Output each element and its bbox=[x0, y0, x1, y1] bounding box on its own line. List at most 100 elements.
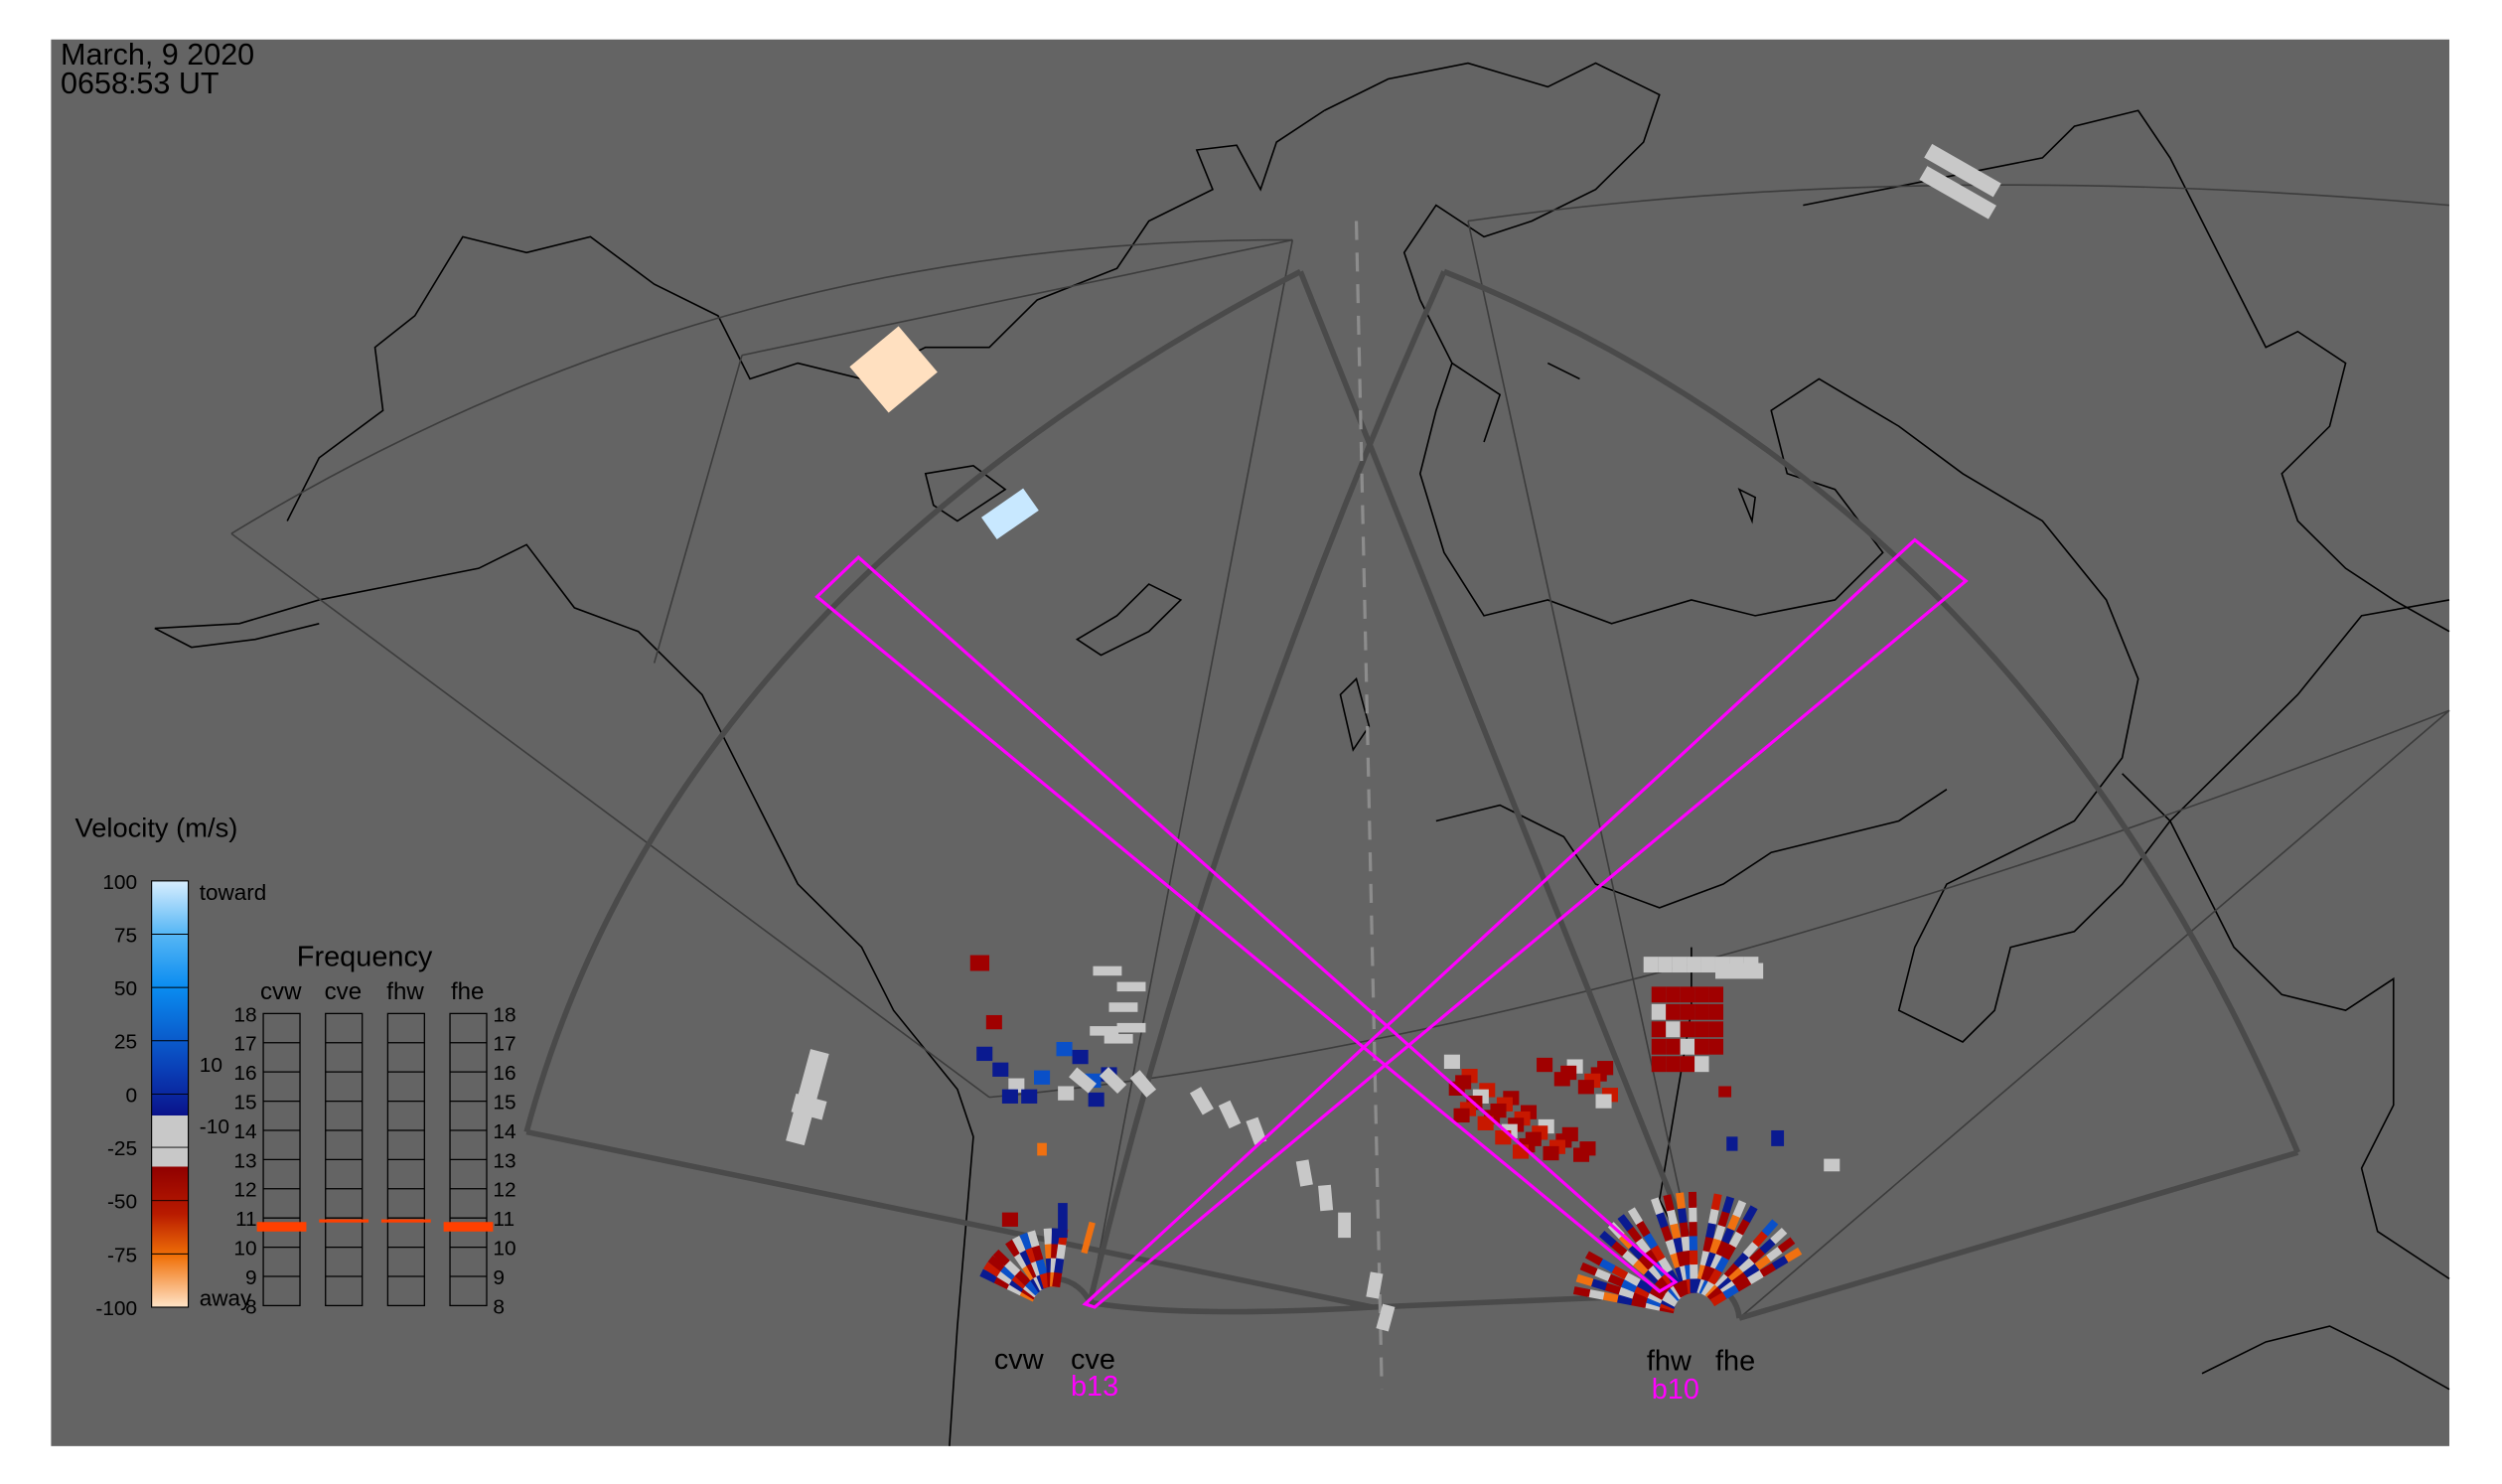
velocity-cell bbox=[1752, 1230, 1769, 1248]
fov-outlines bbox=[523, 268, 2300, 1321]
velocity-cell bbox=[1666, 1056, 1681, 1073]
velocity-cell bbox=[1027, 1230, 1040, 1248]
velocity-cell bbox=[1708, 1003, 1724, 1020]
velocity-cell bbox=[1116, 1022, 1146, 1033]
velocity-cell bbox=[1617, 1232, 1635, 1250]
velocity-cell bbox=[1627, 1243, 1645, 1261]
velocity-cell bbox=[1663, 1194, 1675, 1212]
velocity-cell bbox=[1218, 1100, 1242, 1129]
velocity-cell bbox=[1742, 1205, 1758, 1224]
velocity-cell bbox=[1666, 1208, 1679, 1226]
velocity-cell bbox=[1777, 1237, 1796, 1254]
velocity-cell bbox=[1643, 1248, 1660, 1265]
inner-tick-10: 10 bbox=[200, 1054, 222, 1077]
velocity-cell bbox=[1761, 1219, 1779, 1237]
radar-label-fhw: fhw bbox=[1647, 1346, 1692, 1378]
velocity-cell bbox=[1784, 1247, 1803, 1262]
legend-title: Velocity (m/s) bbox=[75, 812, 238, 842]
velocity-cell bbox=[1573, 1147, 1590, 1162]
velocity-cell bbox=[1003, 1259, 1021, 1276]
beam-label-b13: b13 bbox=[1071, 1371, 1118, 1403]
velocity-cell bbox=[1318, 1184, 1334, 1212]
velocity-cell bbox=[1680, 986, 1695, 1003]
fov-thin-lines bbox=[230, 184, 2450, 1319]
velocity-cell bbox=[1680, 1003, 1695, 1020]
velocity-cell bbox=[1034, 1070, 1051, 1085]
frequency-tick-right: 15 bbox=[493, 1092, 515, 1114]
velocity-cell bbox=[1635, 1219, 1651, 1238]
frequency-tick-right: 14 bbox=[493, 1120, 515, 1143]
frequency-marker-cvw bbox=[256, 1222, 307, 1232]
velocity-cell bbox=[1672, 957, 1688, 973]
velocity-cell bbox=[1189, 1087, 1214, 1115]
velocity-cell bbox=[1104, 1034, 1133, 1044]
velocity-cell bbox=[1766, 1246, 1784, 1262]
frequency-tick-left: 18 bbox=[233, 1003, 256, 1026]
beam-label-b10: b10 bbox=[1652, 1374, 1699, 1406]
away-label: away bbox=[200, 1286, 252, 1311]
velocity-cell bbox=[1924, 143, 2001, 198]
velocity-cell bbox=[1553, 1072, 1570, 1087]
velocity-cell bbox=[1713, 1223, 1726, 1242]
velocity-cell bbox=[1707, 1207, 1719, 1225]
velocity-cell bbox=[1733, 1251, 1750, 1268]
inner-tick-minus10: -10 bbox=[200, 1115, 229, 1138]
velocity-cell bbox=[1710, 1193, 1722, 1211]
frequency-tick-right: 10 bbox=[493, 1238, 515, 1261]
velocity-cell bbox=[1599, 1231, 1617, 1248]
velocity-cell bbox=[1631, 1259, 1650, 1275]
velocity-cell bbox=[1680, 1056, 1695, 1073]
velocity-cell bbox=[1722, 1283, 1741, 1299]
velocity-cell bbox=[1721, 1226, 1735, 1245]
velocity-cell bbox=[1728, 1230, 1744, 1249]
velocity-cell bbox=[1709, 1291, 1728, 1307]
velocity-cell bbox=[1477, 1115, 1494, 1130]
velocity-cell bbox=[1626, 1225, 1643, 1244]
frequency-tick-right: 8 bbox=[493, 1295, 505, 1318]
velocity-cell bbox=[1734, 1276, 1753, 1292]
velocity-cell bbox=[1742, 1240, 1760, 1259]
velocity-tick-label: 100 bbox=[102, 871, 137, 894]
velocity-cell bbox=[1708, 1038, 1724, 1055]
velocity-cell bbox=[1688, 1191, 1697, 1208]
velocity-cell bbox=[985, 1014, 1002, 1030]
velocity-cell bbox=[1653, 1276, 1672, 1294]
velocity-cell bbox=[1051, 1228, 1061, 1245]
frequency-tick-right: 18 bbox=[493, 1003, 515, 1026]
velocity-cell bbox=[979, 1268, 998, 1283]
velocity-cell bbox=[1619, 1278, 1638, 1293]
velocity-cell bbox=[1054, 1257, 1065, 1273]
velocity-cell bbox=[791, 1093, 827, 1120]
velocity-cell bbox=[1589, 1277, 1608, 1291]
velocity-cell bbox=[1338, 1212, 1351, 1239]
velocity-cell bbox=[1093, 965, 1122, 976]
velocity-cell bbox=[1537, 1057, 1553, 1073]
velocity-cell bbox=[1572, 1286, 1591, 1297]
velocity-cell bbox=[1708, 1021, 1724, 1038]
velocity-cell bbox=[1731, 1270, 1750, 1287]
velocity-cell bbox=[1690, 1262, 1698, 1279]
velocity-cell bbox=[1643, 957, 1659, 973]
velocity-cell bbox=[1295, 1159, 1313, 1187]
velocity-tick-label: -100 bbox=[95, 1297, 137, 1320]
frequency-tick-left: 10 bbox=[233, 1238, 256, 1261]
velocity-cell bbox=[1771, 1129, 1785, 1146]
coastlines bbox=[154, 62, 2450, 1446]
velocity-cell bbox=[1754, 1254, 1773, 1270]
velocity-cell bbox=[983, 1261, 1001, 1277]
velocity-cell bbox=[1642, 1267, 1661, 1285]
velocity-cell bbox=[1655, 1210, 1669, 1229]
velocity-cell bbox=[1651, 1021, 1667, 1038]
velocity-cell bbox=[1714, 963, 1764, 979]
velocity-cell bbox=[1748, 1247, 1767, 1264]
velocity-cell bbox=[981, 488, 1039, 539]
velocity-cell bbox=[1694, 986, 1709, 1003]
velocity-cell bbox=[1715, 1239, 1730, 1258]
beam-b13 bbox=[1082, 537, 1969, 1309]
velocity-cell bbox=[1584, 1251, 1603, 1266]
velocity-cell bbox=[1721, 1196, 1735, 1214]
frequency-tick-left: 8 bbox=[245, 1295, 257, 1318]
velocity-cell bbox=[1919, 166, 1996, 220]
velocity-cell bbox=[1676, 1192, 1686, 1210]
